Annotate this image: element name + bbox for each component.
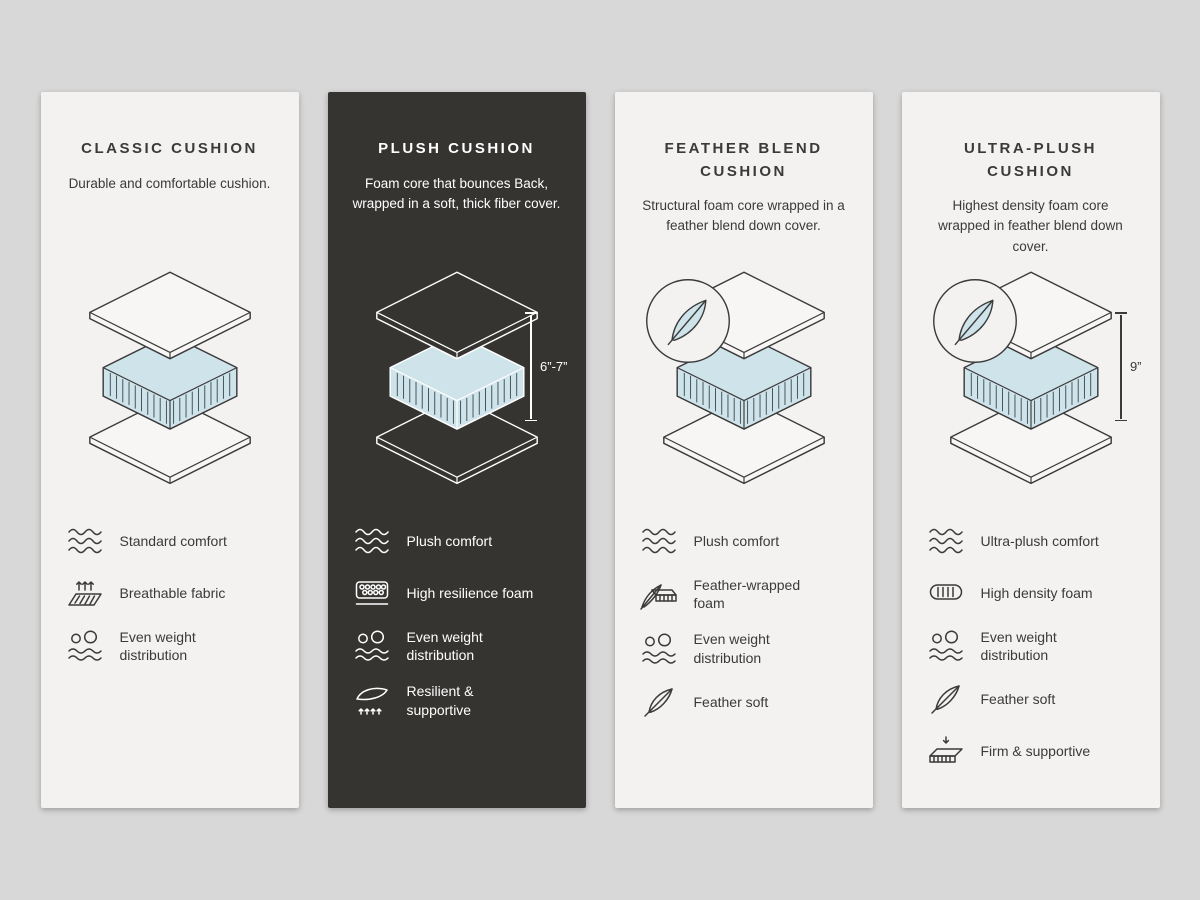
- feature-item: Feather soft: [926, 682, 1136, 716]
- waves-icon: [65, 524, 105, 558]
- height-marker: 6”-7”: [525, 312, 568, 421]
- feature-label: Standard comfort: [119, 532, 227, 549]
- feature-list: Plush comfort Feather-wrapped foam Even …: [639, 524, 849, 719]
- feature-label: Breathable fabric: [119, 584, 226, 601]
- feature-list: Ultra-plush comfort High density foam Ev…: [926, 524, 1136, 768]
- feature-item: Feather-wrapped foam: [639, 576, 849, 612]
- feature-label: Feather soft: [980, 691, 1056, 708]
- card-description: Durable and comfortable cushion.: [68, 175, 271, 191]
- height-marker-line: [1114, 312, 1127, 421]
- feature-item: Even weight distribution: [352, 628, 562, 664]
- feature-item: Firm & supportive: [926, 734, 1136, 768]
- waves-icon: [926, 524, 966, 558]
- cushion-illustration: 6”-7”: [352, 256, 568, 496]
- feature-list: Plush comfort High resilience foam Even …: [352, 524, 562, 719]
- feature-item: Feather soft: [639, 685, 849, 719]
- card-title: PLUSH CUSHION: [378, 140, 535, 157]
- feature-label: High density foam: [980, 584, 1093, 601]
- height-marker: 9”: [1114, 312, 1142, 421]
- card-description: Foam core that bounces Back, wrapped in …: [352, 175, 561, 211]
- feature-item: Plush comfort: [639, 524, 849, 558]
- feather-badge-icon: [643, 276, 733, 366]
- card-title: ULTRA-PLUSH CUSHION: [963, 140, 1098, 180]
- feather-wrapped-foam-icon: [639, 577, 679, 611]
- feature-item: Resilient & supportive: [352, 682, 562, 718]
- feature-item: High density foam: [926, 576, 1136, 610]
- feature-item: Even weight distribution: [926, 628, 1136, 664]
- breathable-fabric-icon: [65, 576, 105, 610]
- card-description: Highest density foam core wrapped in fea…: [938, 198, 1123, 254]
- feature-label: High resilience foam: [406, 584, 534, 601]
- feature-item: Breathable fabric: [65, 576, 275, 610]
- card-header: ULTRA-PLUSH CUSHION Highest density foam…: [926, 138, 1136, 256]
- card-header: PLUSH CUSHION Foam core that bounces Bac…: [352, 138, 562, 256]
- feature-item: Plush comfort: [352, 524, 562, 558]
- feature-label: Feather soft: [693, 693, 769, 710]
- feature-item: High resilience foam: [352, 576, 562, 610]
- feature-item: Ultra-plush comfort: [926, 524, 1136, 558]
- card-feather-blend-cushion: FEATHER BLEND CUSHION Structural foam co…: [614, 92, 873, 808]
- feature-label: Firm & supportive: [980, 743, 1091, 760]
- card-title: CLASSIC CUSHION: [81, 140, 258, 157]
- feature-label: Resilient & supportive: [406, 683, 474, 718]
- feature-label: Even weight distribution: [693, 631, 770, 666]
- feather-badge-icon: [930, 276, 1020, 366]
- high-density-foam-icon: [926, 576, 966, 610]
- card-ultra-plush-cushion: ULTRA-PLUSH CUSHION Highest density foam…: [901, 92, 1160, 808]
- height-marker-label: 6”-7”: [540, 359, 568, 374]
- height-marker-label: 9”: [1129, 359, 1142, 374]
- resilient-supportive-icon: [352, 684, 392, 718]
- feather-icon: [926, 682, 966, 716]
- feature-item: Standard comfort: [65, 524, 275, 558]
- resilience-foam-icon: [352, 576, 392, 610]
- feature-item: Even weight distribution: [639, 630, 849, 666]
- feature-list: Standard comfort Breathable fabric Even …: [65, 524, 275, 664]
- feature-item: Even weight distribution: [65, 628, 275, 664]
- waves-icon: [639, 524, 679, 558]
- card-description: Structural foam core wrapped in a feathe…: [642, 198, 845, 234]
- even-weight-icon: [639, 632, 679, 666]
- feature-label: Feather-wrapped foam: [693, 577, 801, 612]
- layered-cushion-graphic: [72, 265, 268, 488]
- even-weight-icon: [352, 629, 392, 663]
- even-weight-icon: [926, 629, 966, 663]
- card-classic-cushion: CLASSIC CUSHION Durable and comfortable …: [40, 92, 299, 808]
- cushion-illustration: 9”: [926, 256, 1142, 496]
- waves-icon: [352, 524, 392, 558]
- card-header: CLASSIC CUSHION Durable and comfortable …: [65, 138, 275, 256]
- height-marker-line: [525, 312, 538, 421]
- cushion-illustration: [65, 256, 275, 496]
- feature-label: Plush comfort: [693, 532, 780, 549]
- firm-supportive-icon: [926, 734, 966, 768]
- card-title: FEATHER BLEND CUSHION: [664, 140, 823, 180]
- even-weight-icon: [65, 629, 105, 663]
- feature-label: Even weight distribution: [406, 629, 483, 664]
- feature-label: Even weight distribution: [980, 629, 1057, 664]
- cushion-illustration: [639, 256, 849, 496]
- feature-label: Plush comfort: [406, 532, 493, 549]
- card-plush-cushion: PLUSH CUSHION Foam core that bounces Bac…: [327, 92, 586, 808]
- feature-label: Ultra-plush comfort: [980, 532, 1099, 549]
- feather-icon: [639, 685, 679, 719]
- card-header: FEATHER BLEND CUSHION Structural foam co…: [639, 138, 849, 256]
- feature-label: Even weight distribution: [119, 629, 196, 664]
